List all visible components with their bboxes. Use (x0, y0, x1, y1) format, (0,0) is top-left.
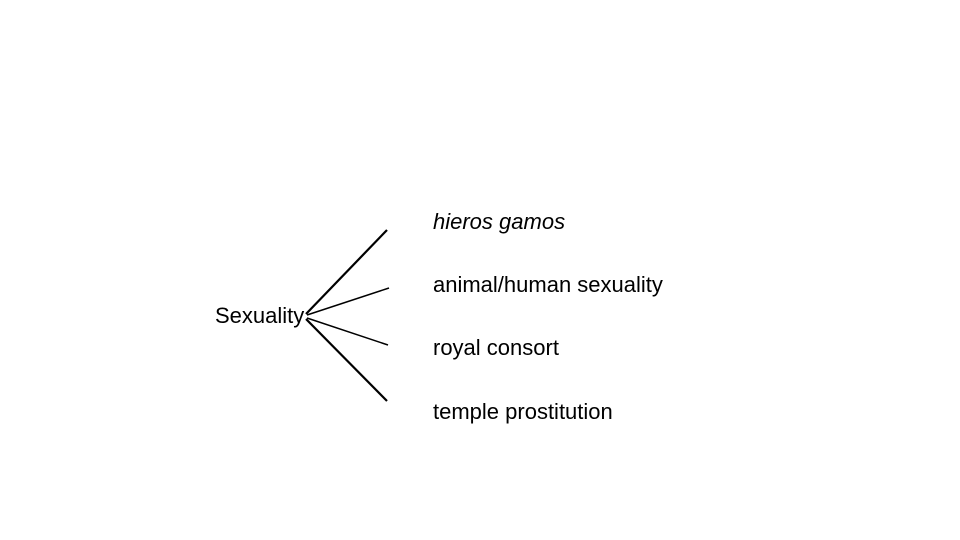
branch-label-animal-human-sexuality: animal/human sexuality (433, 272, 663, 297)
branch-line-animal-human-sexuality (306, 287, 390, 316)
branch-label-royal-consort: royal consort (433, 335, 559, 360)
branch-line-hieros-gamos (305, 229, 388, 315)
branch-label-temple-prostitution: temple prostitution (433, 399, 613, 424)
root-node-label: Sexuality (215, 303, 305, 328)
branch-line-temple-prostitution (305, 318, 388, 402)
branch-line-royal-consort (306, 317, 389, 346)
branch-label-hieros-gamos: hieros gamos (433, 209, 566, 234)
